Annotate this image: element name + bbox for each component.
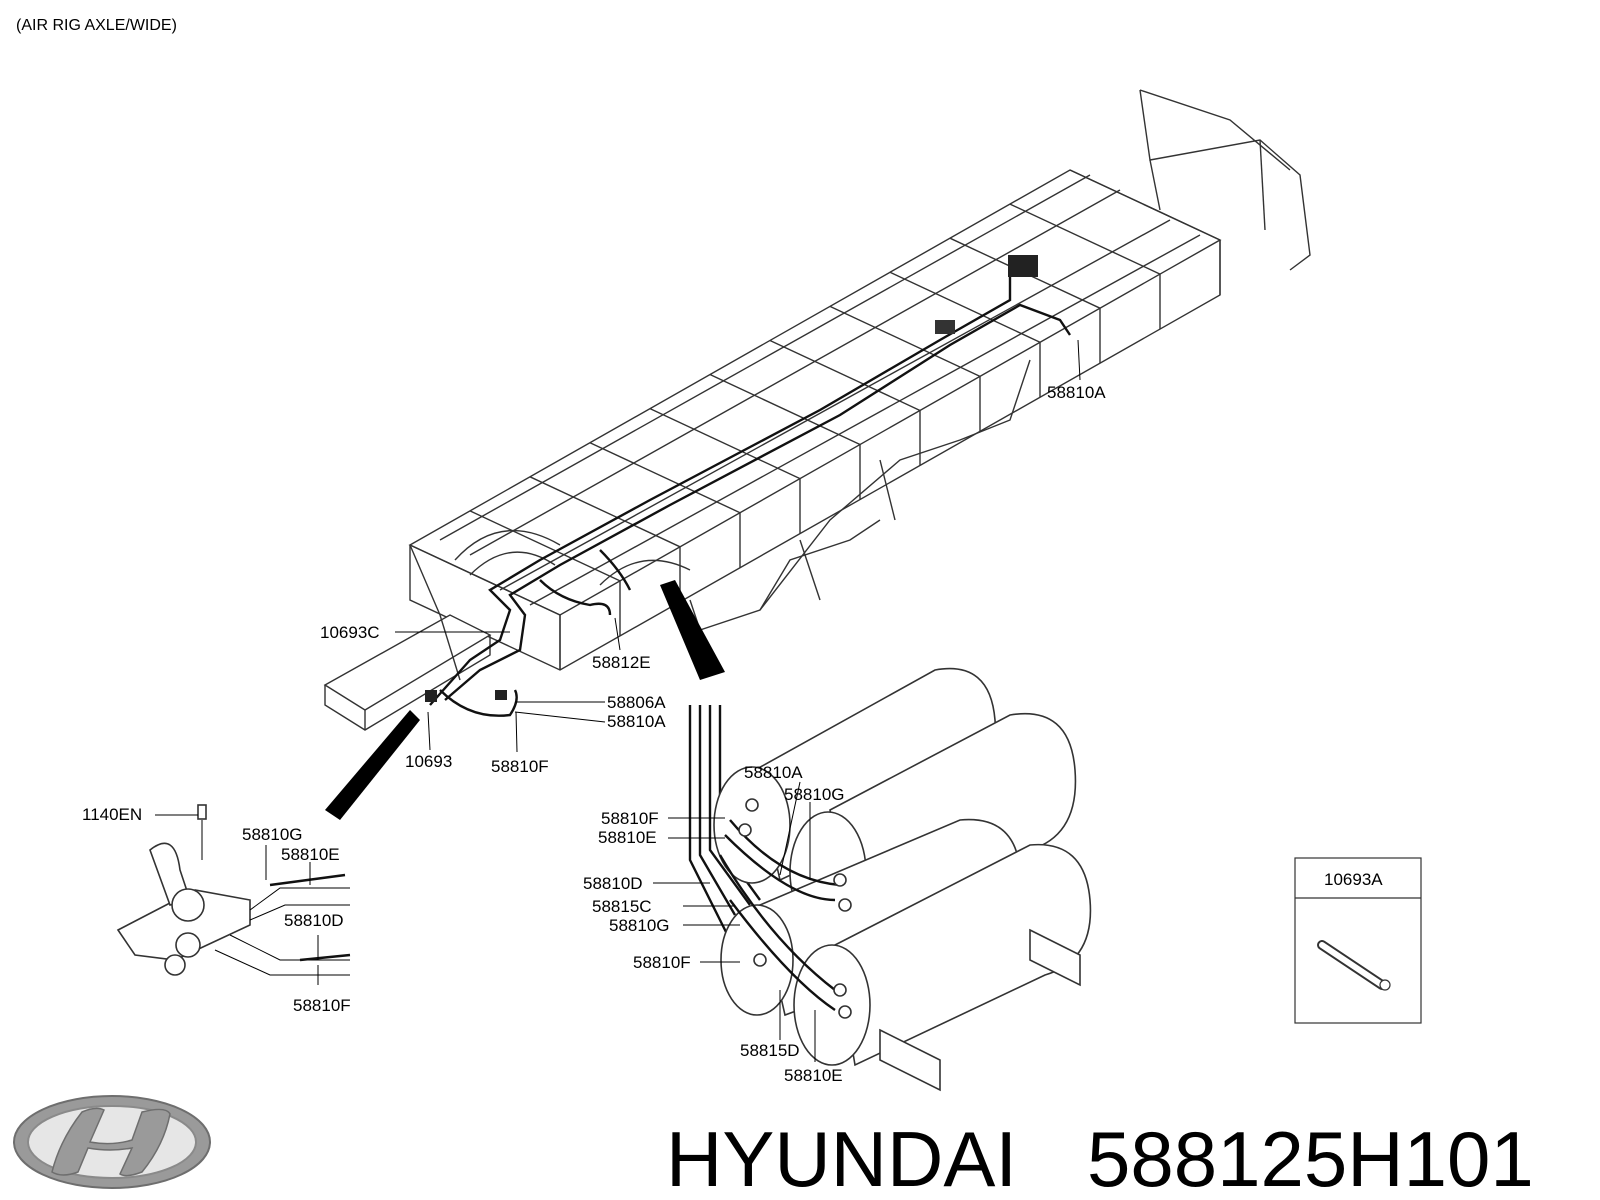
air-tanks: [688, 667, 1092, 1092]
callout-wedge-left: [325, 710, 420, 820]
label-58810G-tank-lower: 58810G: [609, 916, 670, 935]
label-58810F-valve: 58810F: [293, 996, 351, 1015]
brand-name: HYUNDAI: [666, 1115, 1017, 1200]
label-58810E-valve: 58810E: [281, 845, 340, 864]
label-1140EN: 1140EN: [82, 805, 142, 824]
label-58810F-front: 58810F: [491, 757, 549, 776]
hyundai-logo: [13, 1095, 211, 1189]
callout-labels: 58810A 10693C 58812E 58806A 58810A 10693…: [82, 383, 1383, 1085]
label-58815D-tank: 58815D: [740, 1041, 800, 1060]
leader-lines: [155, 339, 1081, 1062]
chassis-frame: [323, 89, 1311, 731]
label-58815C-tank: 58815C: [592, 897, 652, 916]
brake-hose-routing: [425, 255, 1071, 717]
label-58810A-front: 58810A: [607, 712, 666, 731]
label-10693A: 10693A: [1324, 870, 1383, 889]
label-58806A: 58806A: [607, 693, 666, 712]
label-58810A-rear: 58810A: [1047, 383, 1106, 402]
label-58810F-tank-lower: 58810F: [633, 953, 691, 972]
label-58812E: 58812E: [592, 653, 651, 672]
label-58810E-tank-bottom: 58810E: [784, 1066, 843, 1085]
inset-10693A: [1294, 857, 1422, 1024]
diagram-title: (AIR RIG AXLE/WIDE): [16, 17, 177, 34]
label-58810D-tank: 58810D: [583, 874, 643, 893]
label-58810D-valve: 58810D: [284, 911, 344, 930]
label-58810F-tank-top: 58810F: [601, 809, 659, 828]
label-58810G-tank-top: 58810G: [784, 785, 845, 804]
label-58810G-valve: 58810G: [242, 825, 303, 844]
label-10693: 10693: [405, 752, 452, 771]
label-58810A-tank: 58810A: [744, 763, 803, 782]
label-58810E-tank-top: 58810E: [598, 828, 657, 847]
brake-valve-assembly: [116, 804, 351, 976]
part-number: 588125H101: [1087, 1115, 1534, 1200]
label-10693C: 10693C: [320, 623, 380, 642]
callout-wedge-right: [660, 580, 725, 680]
